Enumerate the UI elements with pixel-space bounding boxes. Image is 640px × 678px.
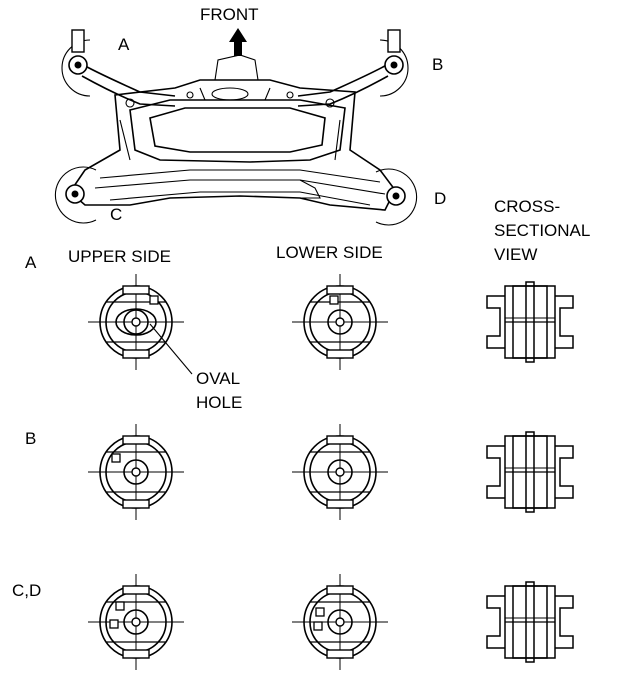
cross-sectional-header-2: SECTIONAL: [494, 221, 590, 240]
bushing-b-lower-view: [292, 424, 388, 520]
row-label-b: B: [25, 429, 36, 448]
bushing-a-upper-view: [88, 274, 184, 370]
front-label: FRONT: [200, 5, 259, 24]
oval-hole-label-1: OVAL: [196, 369, 240, 388]
bushing-b-cross-section: [486, 431, 574, 513]
marker-a: A: [118, 35, 130, 54]
bushing-views: [88, 274, 574, 670]
bushing-a-cross-section: [486, 281, 574, 363]
front-arrow-icon: [229, 28, 247, 56]
marker-d: D: [434, 189, 446, 208]
bushing-c-location: [54, 166, 97, 224]
oval-hole-leader-line: [149, 323, 193, 375]
bushing-d-location: [375, 168, 418, 226]
cross-sectional-header-3: VIEW: [494, 245, 537, 264]
lower-side-header: LOWER SIDE: [276, 243, 383, 262]
row-label-a: A: [25, 253, 37, 272]
bushing-cd-upper-view: [88, 574, 184, 670]
upper-side-header: UPPER SIDE: [68, 247, 171, 266]
row-label-cd: C,D: [12, 581, 41, 600]
bushing-cd-cross-section: [486, 581, 574, 663]
subframe-illustration: FRONT A B C D: [54, 5, 446, 226]
marker-c: C: [110, 205, 122, 224]
marker-b: B: [432, 55, 443, 74]
cross-sectional-header-1: CROSS-: [494, 197, 560, 216]
bushing-a-lower-view: [292, 274, 388, 370]
bushing-b-upper-view: [88, 424, 184, 520]
bushing-b-location: [379, 29, 409, 97]
bushing-a-location: [61, 29, 91, 97]
oval-hole-label-2: HOLE: [196, 393, 242, 412]
bushing-cd-lower-view: [292, 574, 388, 670]
